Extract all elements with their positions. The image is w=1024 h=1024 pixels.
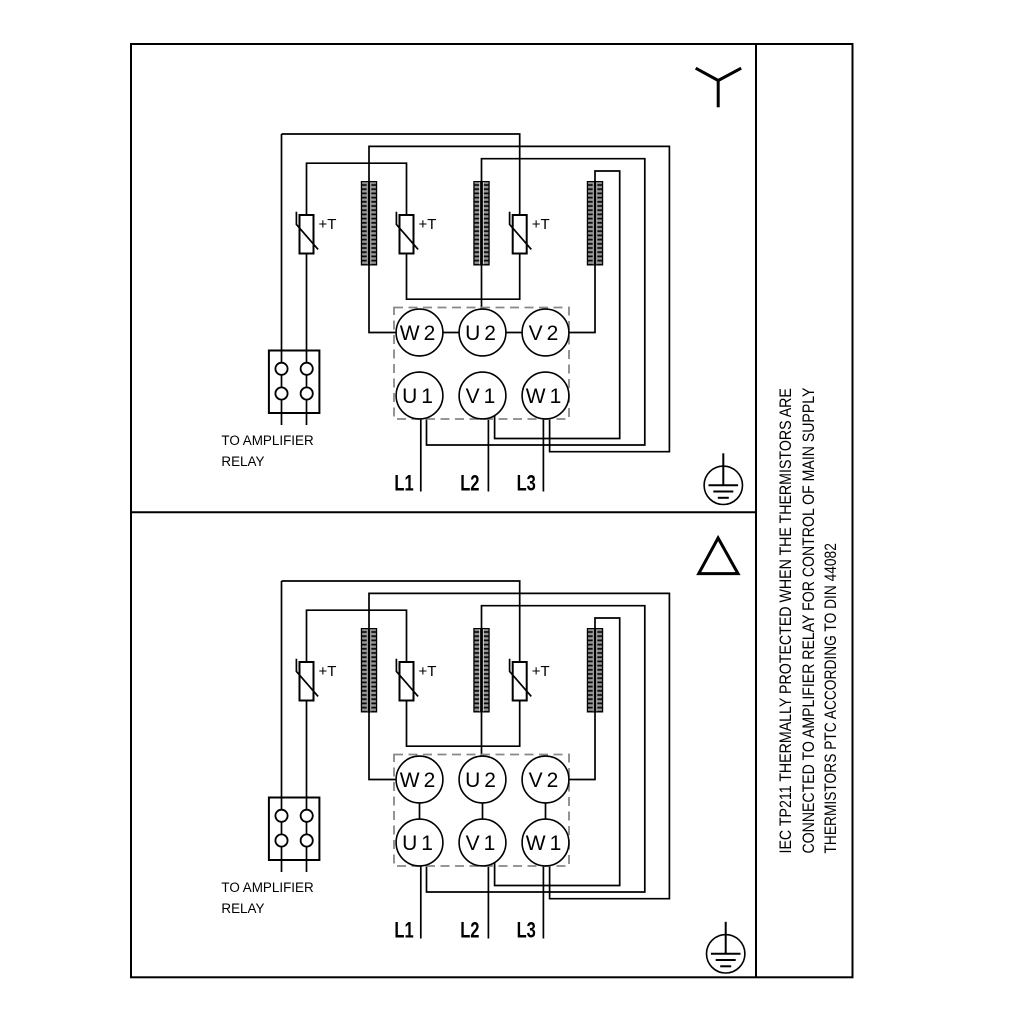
svg-text:IEC TP211 THERMALLY PROTECTED: IEC TP211 THERMALLY PROTECTED WHEN THE T… (777, 388, 795, 853)
svg-text:THERMISTORS PTC ACCORDING TO D: THERMISTORS PTC ACCORDING TO DIN 44082 (822, 543, 840, 853)
svg-text:CONNECTED TO AMPLIFIER RELAY F: CONNECTED TO AMPLIFIER RELAY FOR CONTROL… (800, 388, 818, 854)
